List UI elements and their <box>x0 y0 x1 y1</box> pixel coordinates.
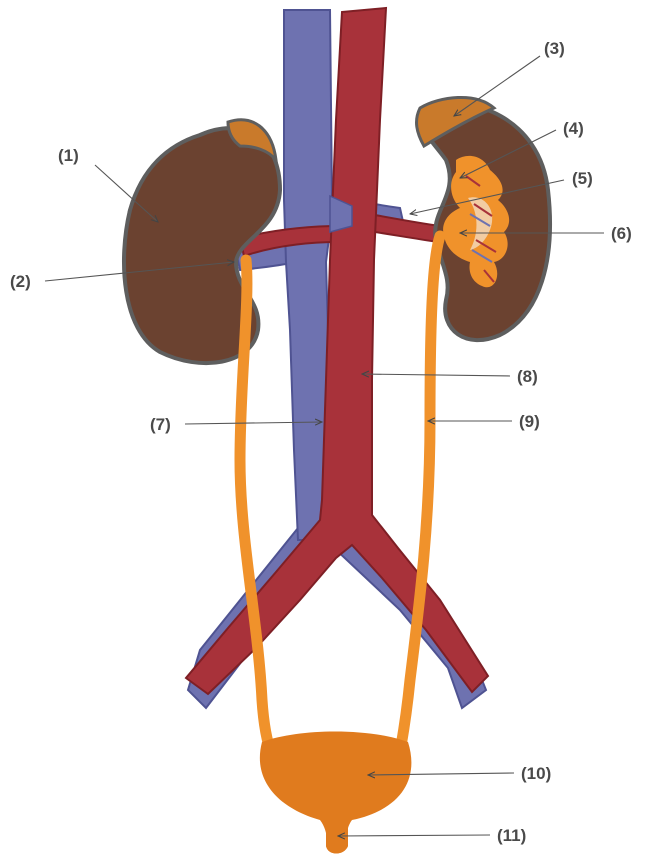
bladder <box>259 731 412 854</box>
left-ureter <box>234 254 278 761</box>
right-ureter <box>394 230 446 758</box>
label-2: (2) <box>10 272 31 291</box>
renal-pelvis <box>443 155 510 288</box>
leader-3 <box>454 55 541 116</box>
urinary-tract <box>234 230 446 854</box>
vena-cava-renal-junction <box>329 194 353 233</box>
label-9: (9) <box>519 412 540 431</box>
right-adrenal-gland <box>415 96 497 149</box>
leader-10 <box>368 773 515 775</box>
label-1: (1) <box>58 146 79 165</box>
label-3: (3) <box>544 39 565 58</box>
labels: (1) (2) (3) (4) (5) (6) (7) (8) (9) (10)… <box>10 39 632 845</box>
renal-pelvis-highlight <box>468 197 493 250</box>
label-7: (7) <box>150 415 171 434</box>
renal-pelvis-vessels <box>465 175 497 283</box>
aorta <box>184 6 490 696</box>
leader-7 <box>184 422 322 424</box>
label-6: (6) <box>611 224 632 243</box>
label-10: (10) <box>521 764 551 783</box>
leader-1 <box>94 164 158 222</box>
leader-lines <box>44 55 604 836</box>
blood-vessels <box>184 6 490 710</box>
leader-8 <box>362 374 511 376</box>
leader-4 <box>460 129 557 178</box>
leader-5 <box>410 179 565 214</box>
label-11: (11) <box>497 826 526 845</box>
label-4: (4) <box>563 119 584 138</box>
right-kidney <box>415 96 552 342</box>
leader-2 <box>44 262 234 282</box>
label-5: (5) <box>572 169 593 188</box>
left-adrenal-gland <box>226 118 279 166</box>
leader-11 <box>338 835 491 836</box>
urethra <box>326 818 348 854</box>
label-8: (8) <box>517 367 538 386</box>
